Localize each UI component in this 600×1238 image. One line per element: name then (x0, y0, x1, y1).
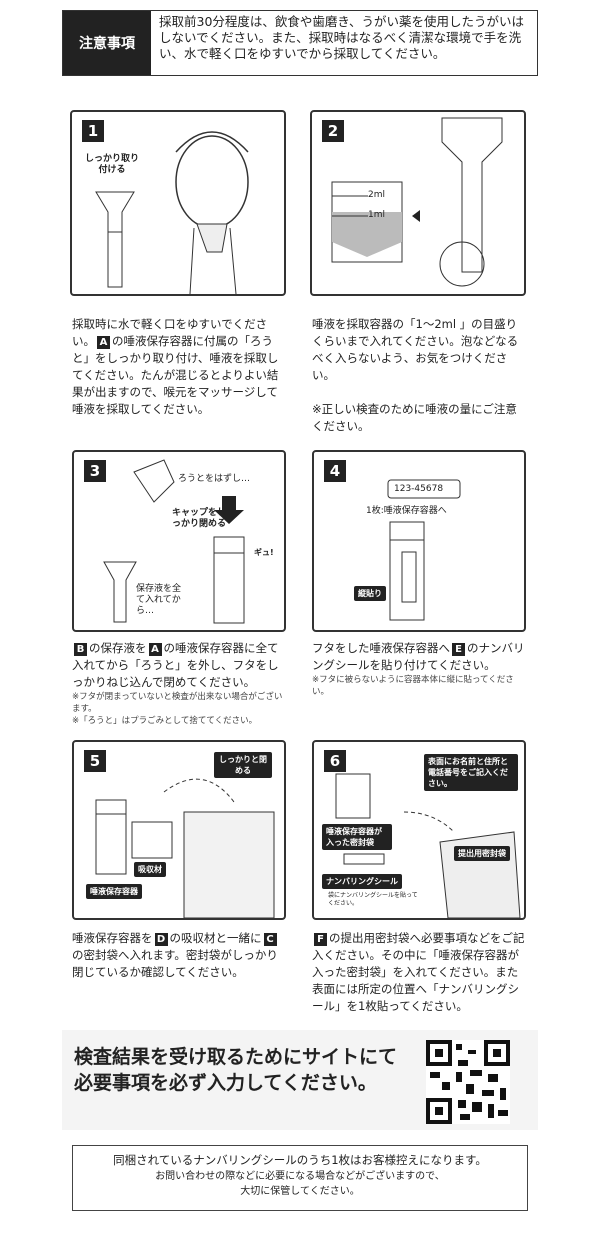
badge-d: D (154, 933, 168, 946)
desc-text: の提出用密封袋へ必要事項などをご記入ください。その中に「唾液保存容器が入った密封… (312, 931, 525, 1013)
step-5-label-absorbent: 吸収材 (134, 862, 166, 877)
step-number: 3 (84, 460, 106, 482)
desc-text: 唾液を採取容器の「1～2ml 」の目盛りくらいまで入れてください。泡などなるべく… (312, 317, 519, 382)
desc-text: フタをした唾液保存容器へ (312, 641, 450, 655)
desc-note: ※「ろうと」はプラごみとして捨ててください。 (72, 716, 258, 726)
step-4-label: 1枚:唾液保存容器へ (366, 506, 447, 516)
badge-a: A (97, 336, 110, 349)
step-number: 5 (84, 750, 106, 772)
scale-2ml: 2ml (368, 190, 385, 200)
badge-c: C (263, 933, 277, 946)
step-6-label-sticker: ナンバリングシール (322, 874, 402, 889)
step-2-panel: 2 2ml 1ml (310, 110, 526, 296)
tube-scale-illustration (331, 117, 503, 287)
step-number: 2 (322, 120, 344, 142)
footer-line-3: 大切に保管してください。 (240, 1186, 360, 1197)
face-funnel-illustration (95, 131, 249, 294)
step-3-label-liquid: 保存液を全て入れてから… (136, 584, 182, 616)
desc-note: ※正しい検査のために唾液の量にご注意ください。 (312, 402, 517, 433)
desc-text: の唾液保存容器に全て入れてから「ろうと」を外し、フタをしっかりねじ込んで閉めてく… (72, 641, 279, 689)
desc-text: のナンバリングシールを貼り付けてください。 (312, 641, 525, 672)
footer-line-1: 同梱されているナンバリングシールのうち1枚はお客様控えになります。 (113, 1153, 487, 1167)
step-number: 4 (324, 460, 346, 482)
desc-text: 唾液保存容器を (72, 931, 153, 945)
close-cap-illustration (103, 459, 245, 624)
qr-code-icon (426, 1040, 510, 1124)
step-number: 1 (82, 120, 104, 142)
desc-note: ※フタに被らないように容器本体に縦に貼ってください。 (312, 675, 514, 697)
desc-text: の保存液を (89, 641, 147, 655)
qr-code[interactable] (426, 1040, 510, 1124)
sticker-illustration (387, 479, 461, 621)
registration-text: 検査結果を受け取るためにサイトにて必要事項を必ず入力してください。 (74, 1046, 398, 1094)
step-1-panel: 1 しっかり取り付ける (70, 110, 286, 296)
desc-text: の吸収材と一緒に (169, 931, 262, 945)
step-5-label-container: 唾液保存容器 (86, 884, 142, 899)
step-3-label-cap: キャップをしっかり閉める (172, 508, 227, 529)
step-6-panel: 6 表面にお名前と住所と電話番号をご記入ください。 唾液保存容器が入った密封袋 … (312, 740, 526, 920)
notice-text: 採取前30分程度は、飲食や歯磨き、うがい薬を使用したうがいはしないでください。ま… (159, 14, 525, 61)
step-6-label-note: 袋にナンバリングシールを貼ってください。 (328, 892, 418, 907)
step-number: 6 (324, 750, 346, 772)
step-3-label-squeeze: ギュ! (254, 548, 274, 557)
footer-note: 同梱されているナンバリングシールのうち1枚はお客様控えになります。 お問い合わせ… (72, 1145, 528, 1211)
notice-box: 注意事項 採取前30分程度は、飲食や歯磨き、うがい薬を使用したうがいはしないでく… (62, 10, 538, 76)
desc-note: ※フタが閉まっていないと検査が出来ない場合がございます。 (72, 692, 283, 714)
badge-a: A (148, 643, 162, 656)
step-6-label-submit-bag: 提出用密封袋 (454, 846, 510, 861)
badge-b: B (74, 643, 87, 656)
notice-label: 注意事項 (63, 11, 151, 75)
step-1-label: しっかり取り付ける (84, 154, 139, 175)
desc-text: の密封袋へ入れます。密封袋がしっかり閉じているか確認してください。 (72, 948, 278, 979)
step-3-panel: 3 ろうとをはずし… キャップをしっかり閉める 保存液を全て入れてから… ギュ! (72, 450, 286, 632)
step-5-panel: 5 しっかりと閉める 吸収材 唾液保存容器 (72, 740, 286, 920)
step-6-label-bag: 唾液保存容器が入った密封袋 (322, 824, 392, 850)
desc-text: の唾液保存容器に付属の「ろうと」をしっかり取り付け、唾液を採取してください。たん… (72, 334, 279, 416)
registration-banner: 検査結果を受け取るためにサイトにて必要事項を必ず入力してください。 (62, 1030, 538, 1130)
desc-text: 採取時に水で軽く口をゆすいでください。 (72, 317, 268, 348)
step-6-label-fill: 表面にお名前と住所と電話番号をご記入ください。 (424, 754, 518, 791)
scale-1ml: 1ml (368, 210, 385, 220)
step-4-label-vertical: 縦貼り (354, 586, 386, 601)
step-3-label-remove: ろうとをはずし… (178, 474, 251, 484)
sticker-number: 123-45678 (394, 484, 444, 494)
step-2-description: 唾液を採取容器の「1～2ml 」の目盛りくらいまで入れてください。泡などなるべく… (312, 316, 526, 435)
step-5-label-close: しっかりと閉める (214, 752, 272, 778)
badge-e: E (452, 643, 465, 656)
badge-f: F (314, 933, 327, 946)
seal-bag-illustration (95, 778, 275, 918)
footer-line-2: お問い合わせの際などに必要になる場合などがございますので、 (155, 1171, 445, 1182)
step-4-panel: 4 123-45678 1枚:唾液保存容器へ 縦貼り (312, 450, 526, 632)
